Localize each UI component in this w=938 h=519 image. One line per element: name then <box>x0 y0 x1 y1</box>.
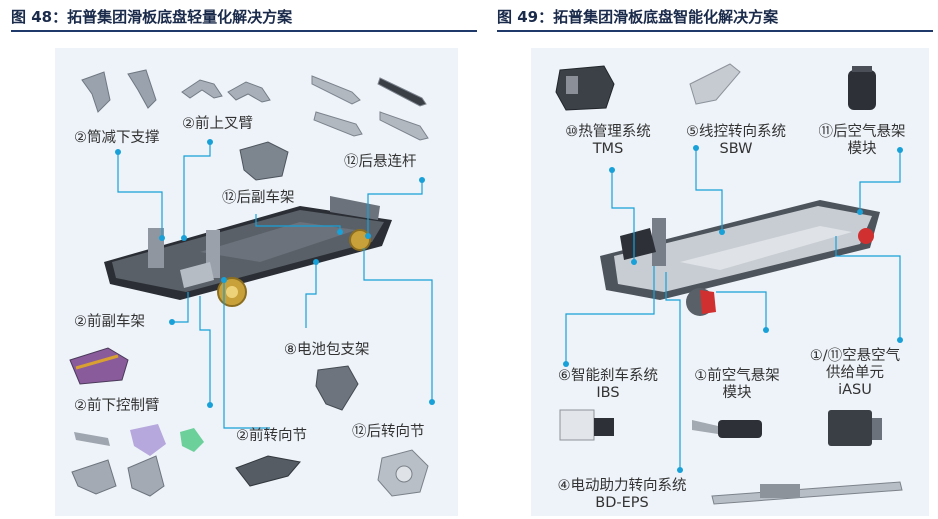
dot-front-upper-arm <box>207 139 213 145</box>
label-eps: ④电动助力转向系统 BD-EPS <box>546 478 698 512</box>
label-front-upper-arm: ②前上叉臂 <box>182 116 253 132</box>
dot-ibs <box>563 361 569 367</box>
label-iasu-line3: iASU <box>838 382 872 398</box>
label-rear-knuckle: ⑫后转向节 <box>352 424 425 440</box>
label-rear-link: ⑫后悬连杆 <box>344 154 417 170</box>
dot-strut-end <box>159 235 165 241</box>
dot-eps <box>677 467 683 473</box>
label-front-subframe: ②前副车架 <box>74 314 145 330</box>
dot-rear-link <box>419 177 425 183</box>
label-front-knuckle: ②前转向节 <box>236 428 307 444</box>
figure-48-title: 图 48：拓普集团滑板底盘轻量化解决方案 <box>11 8 293 26</box>
label-iasu-line1: ①/⑪空悬空气 <box>809 348 901 364</box>
figure-49-title: 图 49：拓普集团滑板底盘智能化解决方案 <box>497 8 779 26</box>
dot-rear-air <box>897 147 903 153</box>
dot-sbw-end <box>719 229 725 235</box>
dot-tms <box>609 167 615 173</box>
dot-link-end <box>365 233 371 239</box>
label-sbw-line1: ⑤线控转向系统 <box>686 124 786 140</box>
label-ibs: ⑥智能刹车系统 IBS <box>546 368 670 402</box>
dot-arm-end <box>181 235 187 241</box>
dot-rear-lower-strut <box>115 149 121 155</box>
dot-rear-air-end <box>857 209 863 215</box>
dot-tms-end <box>631 259 637 265</box>
label-tms-line2: TMS <box>592 141 624 157</box>
title-rule-right <box>497 30 933 32</box>
dot-sbw <box>693 145 699 151</box>
label-eps-line2: BD-EPS <box>595 495 649 511</box>
dot-front-air <box>763 327 769 333</box>
dot-rear-knuckle <box>429 399 435 405</box>
label-tms-line1: ⑩热管理系统 <box>565 124 651 140</box>
label-iasu: ①/⑪空悬空气 供给单元 iASU <box>800 348 910 399</box>
dot-iasu <box>897 337 903 343</box>
label-sbw-line2: SBW <box>719 141 753 157</box>
label-front-air-line2: 模块 <box>722 385 752 401</box>
label-rear-subframe: ⑫后副车架 <box>222 190 295 206</box>
dot-front-knuckle <box>221 277 227 283</box>
label-rear-air-line1: ⑪后空气悬架 <box>818 124 906 140</box>
label-sbw: ⑤线控转向系统 SBW <box>676 124 796 158</box>
title-rule-left <box>11 30 477 32</box>
label-rear-lower-strut: ②筒减下支撑 <box>74 130 160 146</box>
dot-battery-bracket <box>313 259 319 265</box>
label-rear-air: ⑪后空气悬架 模块 <box>808 124 916 158</box>
dot-front-lower-arm <box>207 402 213 408</box>
dot-subframe-end <box>337 229 343 235</box>
label-ibs-line1: ⑥智能刹车系统 <box>558 368 658 384</box>
label-ibs-line2: IBS <box>596 385 620 401</box>
dot-front-subframe <box>169 319 175 325</box>
label-eps-line1: ④电动助力转向系统 <box>557 478 687 494</box>
label-battery-bracket: ⑧电池包支架 <box>284 342 370 358</box>
left-panel <box>55 48 458 516</box>
label-tms: ⑩热管理系统 TMS <box>552 124 664 158</box>
label-front-lower-arm: ②前下控制臂 <box>74 398 160 414</box>
label-iasu-line2: 供给单元 <box>826 365 884 381</box>
label-front-air: ①前空气悬架 模块 <box>682 368 792 402</box>
label-front-air-line1: ①前空气悬架 <box>694 368 780 384</box>
right-panel <box>531 48 929 516</box>
label-rear-air-line2: 模块 <box>847 141 877 157</box>
